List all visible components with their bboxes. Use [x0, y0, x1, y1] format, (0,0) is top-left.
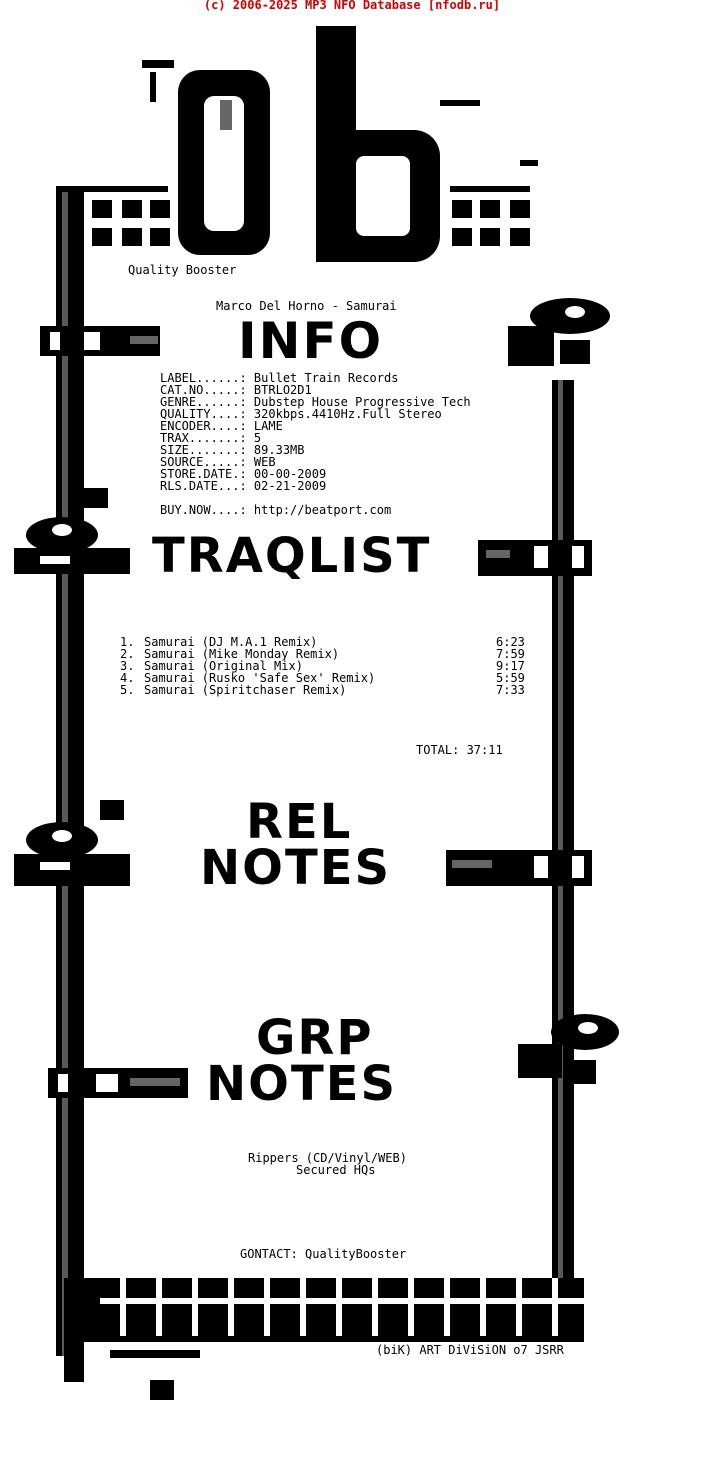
- section-heading-rel-notes-2: NOTES: [200, 840, 392, 896]
- release-title: Marco Del Horno - Samurai: [216, 299, 397, 313]
- contact-line: GONTACT: QualityBooster: [240, 1247, 407, 1261]
- track-number: 4.: [120, 671, 135, 685]
- section-heading-info: INFO: [238, 312, 384, 370]
- track-time: 7:59: [496, 647, 525, 661]
- section-heading-grp-notes-2: NOTES: [206, 1056, 398, 1112]
- logo-art: [142, 26, 538, 262]
- left-ornament-3: [14, 800, 130, 886]
- track-title: Samurai (Original Mix): [144, 659, 303, 673]
- track-number: 5.: [120, 683, 135, 697]
- section-heading-grp-notes-1: GRP: [256, 1010, 374, 1066]
- info-genre: GENRE......: Dubstep House Progressive T…: [160, 395, 471, 409]
- right-ornament-1: [508, 298, 610, 366]
- right-ornament-3: [446, 850, 592, 886]
- track-time: 5:59: [496, 671, 525, 685]
- track-title: Samurai (Rusko 'Safe Sex' Remix): [144, 671, 376, 685]
- info-size: SIZE.......: 89.33MB: [160, 443, 305, 457]
- info-trax: TRAX.......: 5: [160, 431, 262, 445]
- info-label: LABEL......: Bullet Train Records: [160, 371, 399, 385]
- track-time: 7:33: [496, 683, 525, 697]
- info-quality: QUALITY....: 320kbps.4410Hz.Full Stereo: [160, 407, 442, 421]
- site-header: (c) 2006-2025 MP3 NFO Database [nfodb.ru…: [203, 0, 501, 12]
- track-time: 9:17: [496, 659, 525, 673]
- total-time: TOTAL: 37:11: [416, 743, 503, 757]
- bottom-blocks: [64, 1278, 584, 1400]
- info-source: SOURCE.....: WEB: [160, 455, 276, 469]
- track-number: 1.: [120, 635, 135, 649]
- group-name: Quality Booster: [128, 263, 237, 277]
- left-ornament-2: [14, 488, 130, 574]
- section-heading-tracklist: TRAQLIST: [152, 528, 432, 584]
- art-credit: (biK) ART DiViSiON o7 JSRR: [376, 1343, 564, 1357]
- track-time: 6:23: [496, 635, 525, 649]
- info-encoder: ENCODER....: LAME: [160, 419, 283, 433]
- right-ornament-2: [478, 540, 592, 576]
- left-ornament-1: [40, 326, 160, 356]
- track-title: Samurai (Mike Monday Remix): [144, 647, 340, 661]
- top-left-blocks: [92, 200, 170, 246]
- track-title: Samurai (Spiritchaser Remix): [144, 683, 347, 697]
- track-title: Samurai (DJ M.A.1 Remix): [144, 635, 318, 649]
- info-store-date: STORE.DATE.: 00-00-2009: [160, 467, 327, 481]
- section-heading-rel-notes-1: REL: [246, 794, 353, 850]
- grp-notes-line: Secured HQs: [296, 1163, 376, 1177]
- info-buy-now: BUY.NOW....: http://beatport.com: [160, 503, 392, 517]
- left-ornament-4: [48, 1068, 188, 1098]
- left-pillar: [56, 186, 84, 1356]
- info-release-date: RLS.DATE...: 02-21-2009: [160, 479, 327, 493]
- grp-notes-line: Rippers (CD/Vinyl/WEB): [248, 1151, 407, 1165]
- info-catno: CAT.NO.....: BTRLO2D1: [160, 383, 312, 397]
- track-number: 2.: [120, 647, 135, 661]
- right-ornament-4: [518, 1014, 619, 1084]
- track-number: 3.: [120, 659, 135, 673]
- top-right-blocks: [452, 200, 530, 246]
